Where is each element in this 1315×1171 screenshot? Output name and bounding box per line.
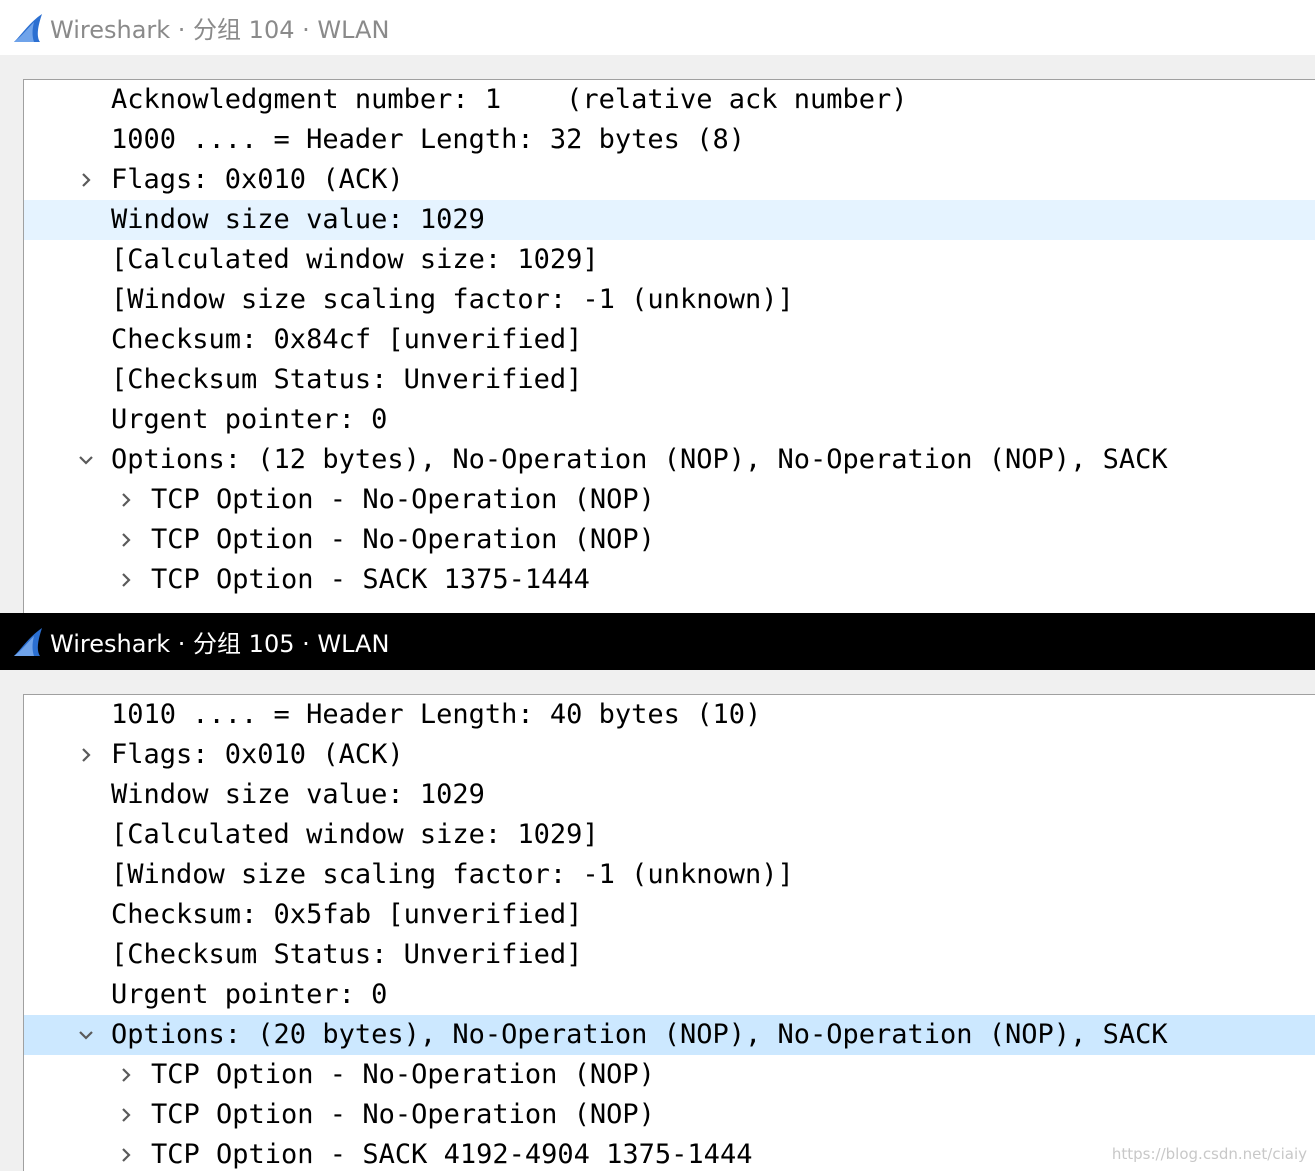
tree-item-label: Acknowledgment number: 1 (relative ack n… <box>111 84 908 115</box>
tree-item[interactable]: Flags: 0x010 (ACK) <box>24 735 1315 775</box>
tree-item-label: [Checksum Status: Unverified] <box>111 364 583 395</box>
tree-item[interactable]: [Window size scaling factor: -1 (unknown… <box>24 855 1315 895</box>
tree-item[interactable]: Window size value: 1029 <box>24 200 1315 240</box>
window-105-body: 1010 .... = Header Length: 40 bytes (10)… <box>0 670 1315 1171</box>
tree-item[interactable]: 1010 .... = Header Length: 40 bytes (10) <box>24 695 1315 735</box>
tree-item[interactable]: TCP Option - No-Operation (NOP) <box>24 1095 1315 1135</box>
tree-item[interactable]: 1000 .... = Header Length: 32 bytes (8) <box>24 120 1315 160</box>
window-title: Wireshark · 分组 105 · WLAN <box>50 630 390 658</box>
chevron-right-icon[interactable] <box>118 572 134 588</box>
tree-item[interactable]: Window size value: 1029 <box>24 775 1315 815</box>
window-104-body: Acknowledgment number: 1 (relative ack n… <box>0 55 1315 613</box>
tree-item[interactable]: [Checksum Status: Unverified] <box>24 360 1315 400</box>
wireshark-fin-icon <box>14 627 42 656</box>
tree-item-label: [Calculated window size: 1029] <box>111 244 599 275</box>
tree-item[interactable]: Urgent pointer: 0 <box>24 975 1315 1015</box>
tree-item[interactable]: Urgent pointer: 0 <box>24 400 1315 440</box>
tree-item[interactable]: Options: (12 bytes), No-Operation (NOP),… <box>24 440 1315 480</box>
tree-item-label: Window size value: 1029 <box>111 779 485 810</box>
tree-item[interactable]: TCP Option - SACK 1375-1444 <box>24 560 1315 600</box>
window-title: Wireshark · 分组 104 · WLAN <box>50 16 390 44</box>
tree-item-label: Flags: 0x010 (ACK) <box>111 739 404 770</box>
tree-item-label: Window size value: 1029 <box>111 204 485 235</box>
tree-item-label: Checksum: 0x5fab [unverified] <box>111 899 583 930</box>
tree-item-label: Checksum: 0x84cf [unverified] <box>111 324 583 355</box>
chevron-right-icon[interactable] <box>118 532 134 548</box>
chevron-right-icon[interactable] <box>118 1107 134 1123</box>
window-104-titlebar[interactable]: Wireshark · 分组 104 · WLAN <box>0 0 1315 55</box>
tree-item-label: TCP Option - No-Operation (NOP) <box>151 1059 655 1090</box>
tree-item-label: Flags: 0x010 (ACK) <box>111 164 404 195</box>
tree-item[interactable]: Options: (20 bytes), No-Operation (NOP),… <box>24 1015 1315 1055</box>
tree-item[interactable]: Checksum: 0x84cf [unverified] <box>24 320 1315 360</box>
packet-details-tree[interactable]: 1010 .... = Header Length: 40 bytes (10)… <box>23 694 1315 1171</box>
tree-item-label: [Calculated window size: 1029] <box>111 819 599 850</box>
tree-item-label: TCP Option - No-Operation (NOP) <box>151 484 655 515</box>
tree-item-label: Options: (12 bytes), No-Operation (NOP),… <box>111 444 1168 475</box>
chevron-down-icon[interactable] <box>78 452 94 468</box>
tree-item[interactable]: TCP Option - No-Operation (NOP) <box>24 520 1315 560</box>
chevron-right-icon[interactable] <box>118 492 134 508</box>
tree-item-label: 1000 .... = Header Length: 32 bytes (8) <box>111 124 745 155</box>
chevron-right-icon[interactable] <box>118 1147 134 1163</box>
tree-item[interactable]: [Calculated window size: 1029] <box>24 815 1315 855</box>
tree-item-label: [Window size scaling factor: -1 (unknown… <box>111 859 794 890</box>
tree-item-label: [Window size scaling factor: -1 (unknown… <box>111 284 794 315</box>
tree-item-label: [Checksum Status: Unverified] <box>111 939 583 970</box>
tree-item-label: Options: (20 bytes), No-Operation (NOP),… <box>111 1019 1168 1050</box>
tree-item-label: TCP Option - SACK 1375-1444 <box>151 564 590 595</box>
tree-item-label: Urgent pointer: 0 <box>111 404 388 435</box>
packet-details-tree[interactable]: Acknowledgment number: 1 (relative ack n… <box>23 79 1315 613</box>
tree-item-label: TCP Option - SACK 4192-4904 1375-1444 <box>151 1139 753 1170</box>
tree-item-label: Urgent pointer: 0 <box>111 979 388 1010</box>
tree-item-label: 1010 .... = Header Length: 40 bytes (10) <box>111 699 762 730</box>
tree-item[interactable]: TCP Option - No-Operation (NOP) <box>24 1055 1315 1095</box>
window-105-titlebar[interactable]: Wireshark · 分组 105 · WLAN <box>0 613 1315 670</box>
tree-item[interactable]: Checksum: 0x5fab [unverified] <box>24 895 1315 935</box>
wireshark-fin-icon <box>14 13 42 42</box>
tree-item[interactable]: Flags: 0x010 (ACK) <box>24 160 1315 200</box>
tree-item-label: TCP Option - No-Operation (NOP) <box>151 1099 655 1130</box>
chevron-right-icon[interactable] <box>78 172 94 188</box>
tree-item[interactable]: [Checksum Status: Unverified] <box>24 935 1315 975</box>
chevron-right-icon[interactable] <box>78 747 94 763</box>
tree-item[interactable]: [Calculated window size: 1029] <box>24 240 1315 280</box>
chevron-down-icon[interactable] <box>78 1027 94 1043</box>
chevron-right-icon[interactable] <box>118 1067 134 1083</box>
watermark: https://blog.csdn.net/ciaiy <box>1111 1145 1307 1163</box>
tree-item[interactable]: Acknowledgment number: 1 (relative ack n… <box>24 80 1315 120</box>
tree-item[interactable]: [Window size scaling factor: -1 (unknown… <box>24 280 1315 320</box>
tree-item[interactable]: TCP Option - SACK 4192-4904 1375-1444 <box>24 1135 1315 1171</box>
tree-item-label: TCP Option - No-Operation (NOP) <box>151 524 655 555</box>
tree-item[interactable]: TCP Option - No-Operation (NOP) <box>24 480 1315 520</box>
